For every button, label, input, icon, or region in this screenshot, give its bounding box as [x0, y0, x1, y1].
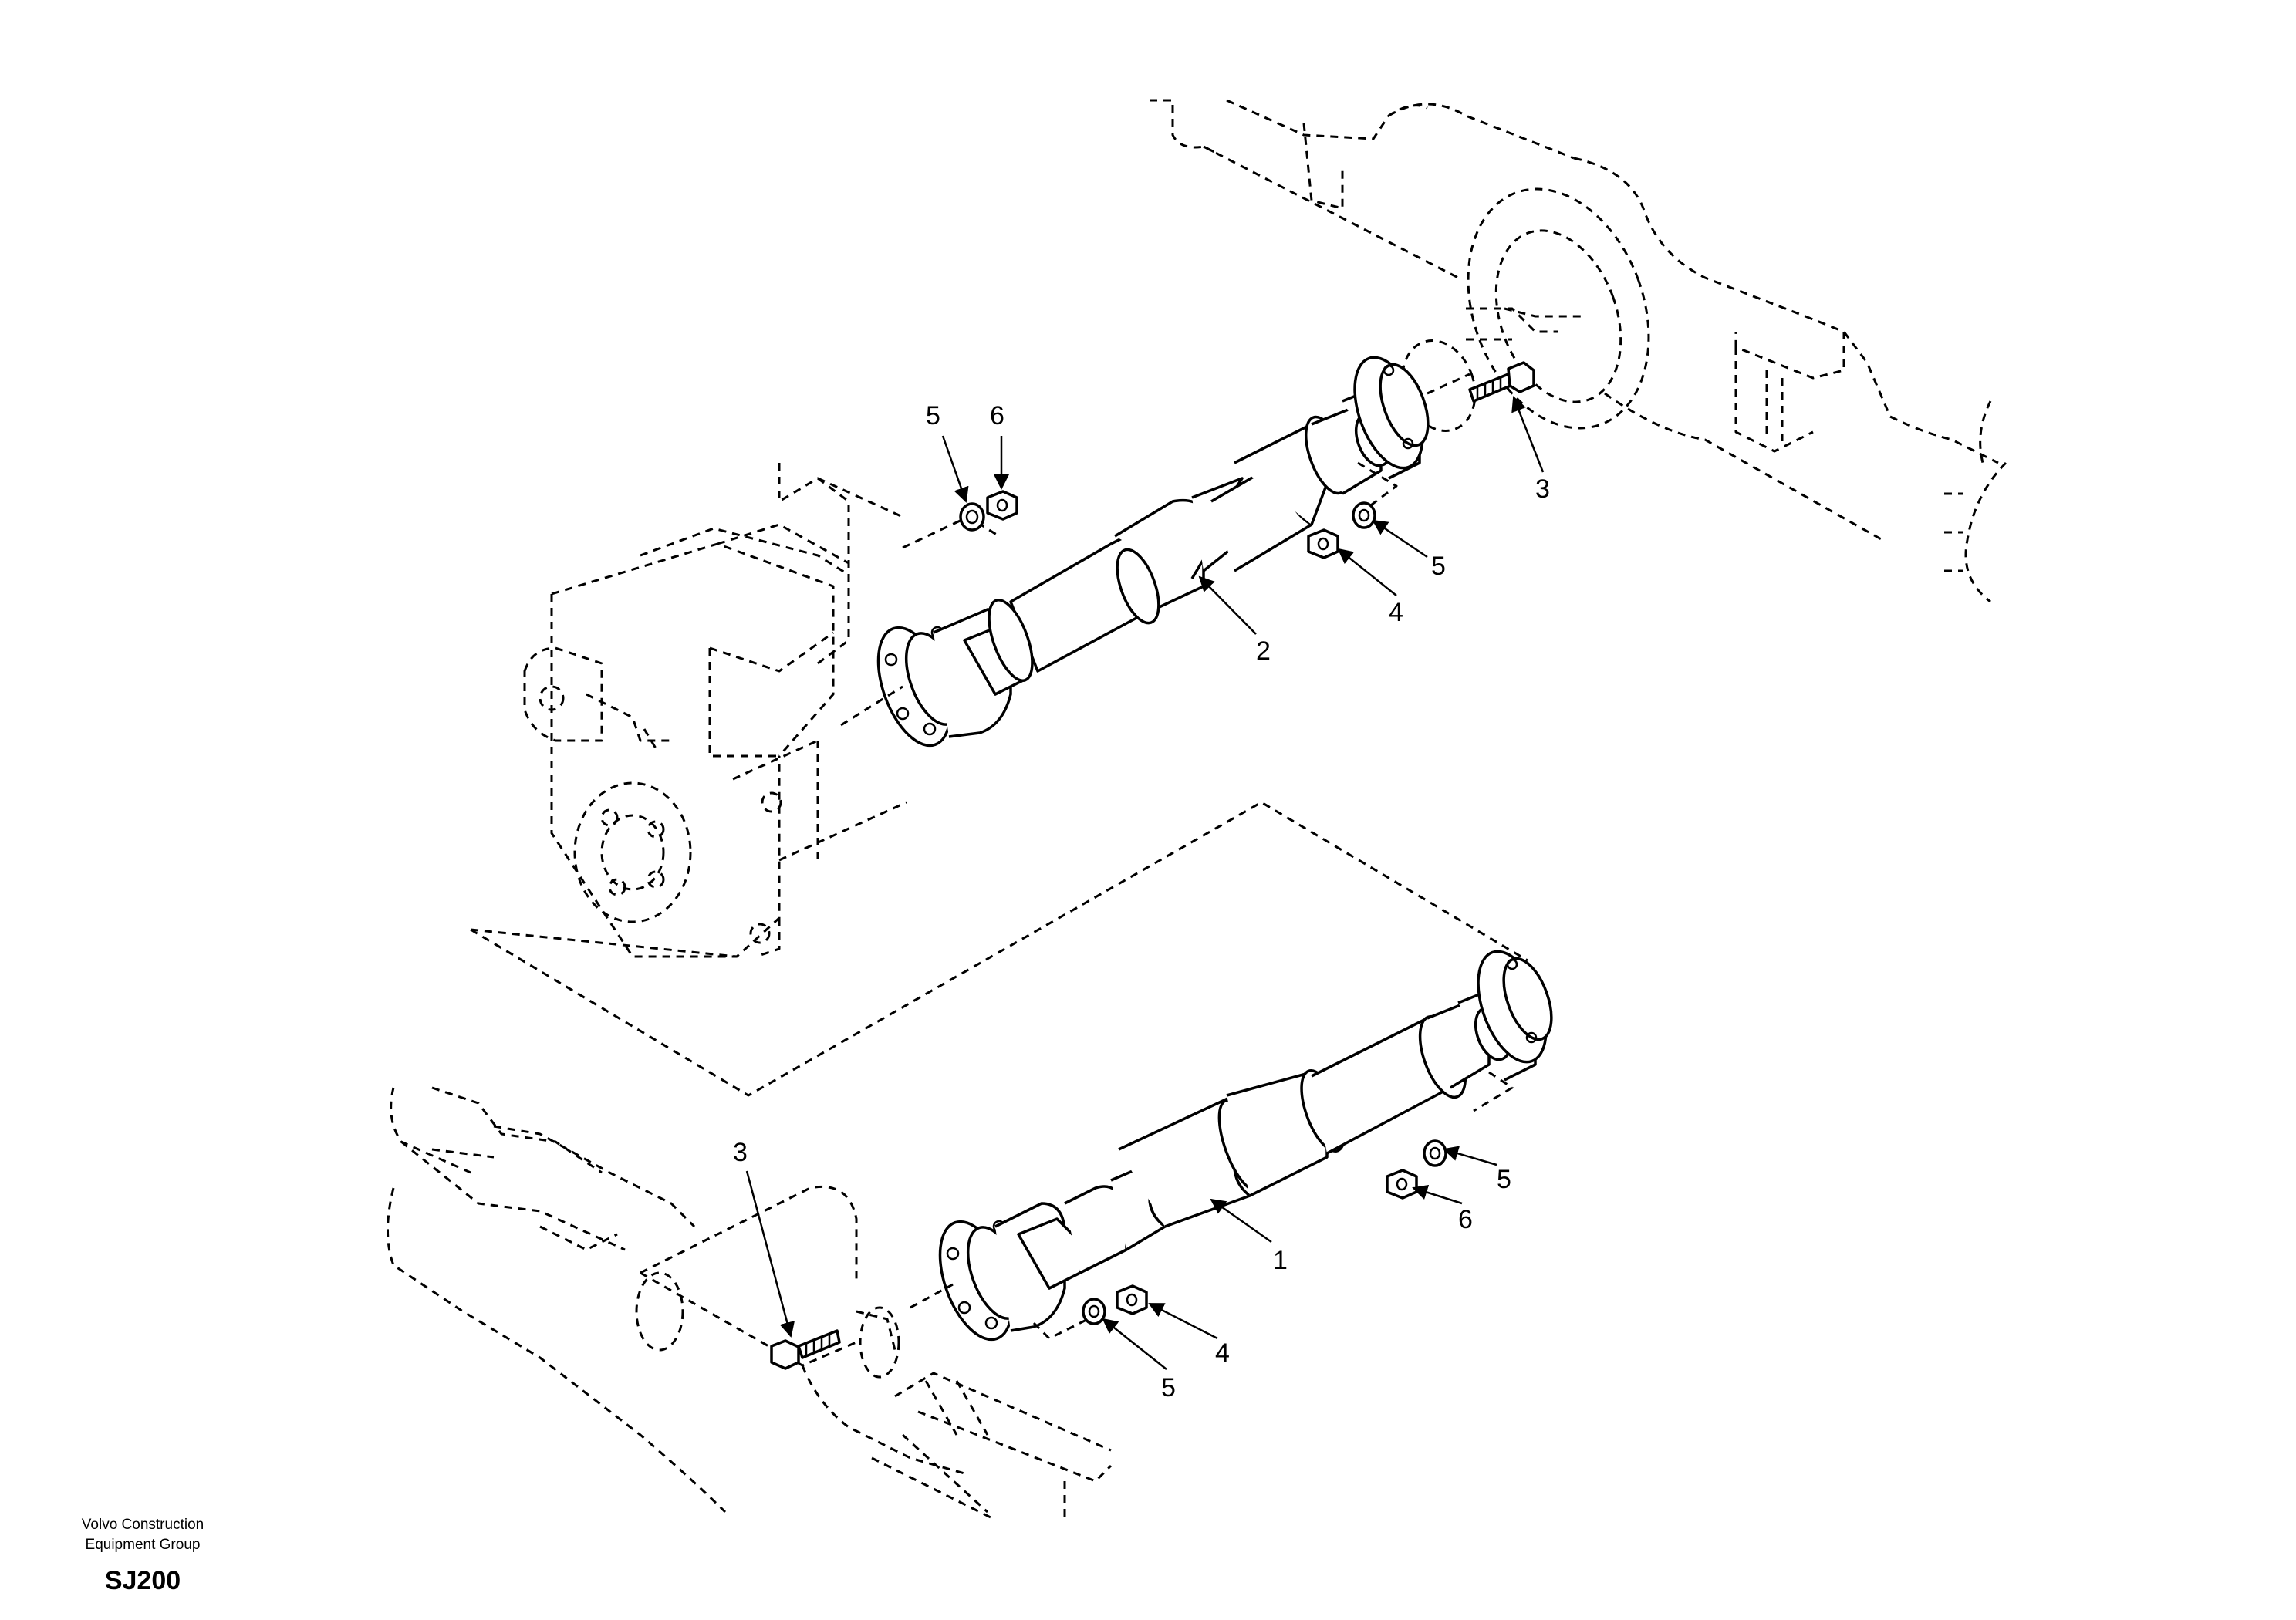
callout-top-nut-6: 6	[990, 401, 1004, 430]
callout-low-washer-5: 5	[1161, 1373, 1176, 1402]
upper-propeller-shaft	[840, 356, 1470, 748]
lower-washer-5	[1082, 1298, 1106, 1325]
callout-top-shaft-2: 2	[1256, 636, 1271, 666]
drawing-code: SJ200	[104, 1566, 181, 1595]
lower-hardware	[770, 1139, 1447, 1370]
lower-propeller-shaft	[910, 950, 1553, 1342]
callout-top-nut-5: 5	[926, 401, 940, 430]
lower-nut-4	[1116, 1284, 1148, 1315]
upper-nut-4	[1307, 528, 1339, 559]
upper-washer-5-right	[1352, 501, 1376, 529]
upper-bolt-3	[1468, 361, 1535, 403]
publisher-footer: Volvo Construction Equipment Group SJ200	[46, 1515, 239, 1596]
transmission-housing	[523, 463, 903, 958]
callout-low-shaft-1: 1	[1273, 1246, 1288, 1275]
callout-labels: 5 6 3 2 4 5 3 1 4 5 6 5	[733, 401, 1550, 1402]
callout-top-bolt-3: 3	[1535, 474, 1550, 504]
upper-hardware	[959, 361, 1535, 559]
company-name-line2: Equipment Group	[85, 1537, 201, 1553]
callout-top-nut-4: 4	[1389, 598, 1403, 627]
leader-lines	[745, 396, 1545, 1370]
upper-nut-6	[986, 490, 1018, 521]
callout-low-nut-4: 4	[1215, 1338, 1230, 1368]
lower-washer-5b	[1423, 1139, 1447, 1167]
callout-low-washer-5b: 5	[1497, 1165, 1511, 1194]
rear-axle-housing	[1150, 99, 2007, 603]
callout-low-bolt-3: 3	[733, 1138, 748, 1167]
callout-low-nut-6: 6	[1458, 1205, 1473, 1234]
ground-plane	[470, 801, 1528, 1097]
callout-top-washer-5: 5	[1431, 552, 1446, 581]
upper-washer-5-left	[959, 502, 985, 532]
front-frame	[387, 1086, 1113, 1521]
lower-nut-6	[1386, 1169, 1418, 1200]
company-name-line1: Volvo Construction	[81, 1517, 204, 1533]
lower-bolt-3	[770, 1329, 841, 1370]
